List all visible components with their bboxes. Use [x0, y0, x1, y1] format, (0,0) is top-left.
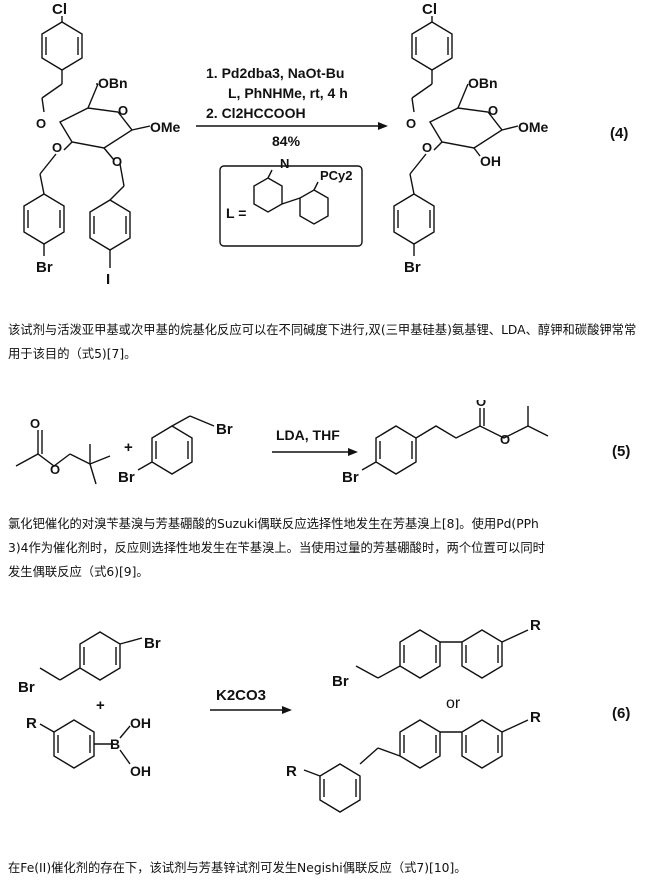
atom-br-right: Br: [404, 259, 421, 276]
left-sugar-ring: [59, 83, 151, 161]
atom-o-ring-right: O: [488, 103, 498, 118]
ligand-box: [219, 165, 363, 247]
ligand-label: L =: [226, 205, 246, 221]
product-5: [361, 406, 549, 475]
atom-obn-right: OBn: [468, 75, 498, 91]
atom-r-product-a: R: [530, 617, 541, 634]
yield: 84%: [272, 133, 301, 149]
paragraph-1-text: 该试剂与活泼亚甲基或次甲基的烷基化反应可以在不同碱度下进行,双(三甲基硅基)氨基…: [8, 323, 637, 361]
bromobenzyl-bromide: [137, 415, 215, 475]
atom-oh-right: OH: [480, 153, 501, 169]
or-label: or: [446, 695, 461, 712]
atom-n: N: [280, 156, 289, 171]
tert-butyl-acetate: [15, 430, 111, 485]
atom-r-reagent: R: [26, 715, 37, 732]
left-chlorophenyl-ring: [41, 16, 83, 113]
atom-cl: Cl: [52, 1, 67, 18]
left-iodophenyl-ring: [89, 163, 131, 268]
atom-r-product-b1: R: [530, 709, 541, 726]
atom-o-ring: O: [118, 103, 128, 118]
atom-ome: OMe: [150, 119, 181, 135]
atom-br: Br: [36, 259, 53, 276]
condition-line1: 1. Pd2dba3, NaOt-Bu: [206, 65, 344, 81]
right-chlorophenyl-ring: [411, 16, 453, 113]
atom-o-product-ester: O: [500, 432, 510, 447]
scheme-4: Cl OBn O OMe O O O Br I 1. Pd2dba3, NaOt…: [0, 0, 645, 300]
atom-obn: OBn: [98, 75, 128, 91]
atom-o-link2: O: [52, 140, 62, 155]
scheme-5: O O + Br Br LDA, THF Br O O (5): [0, 400, 645, 500]
atom-pcy2: PCy2: [320, 168, 353, 183]
paragraph-1: 该试剂与活泼亚甲基或次甲基的烷基化反应可以在不同碱度下进行,双(三甲基硅基)氨基…: [8, 318, 640, 366]
atom-o-ester: O: [50, 462, 60, 477]
atom-br-product: Br: [342, 469, 359, 486]
atom-o-link1: O: [36, 116, 46, 131]
atom-i: I: [106, 271, 110, 288]
equation-number-4: (4): [610, 125, 628, 142]
atom-br-benzyl-6: Br: [18, 679, 35, 696]
atom-ome-right: OMe: [518, 119, 549, 135]
atom-o-link3: O: [112, 154, 122, 169]
left-bromophenyl-ring: [23, 153, 65, 256]
paragraph-3: 在Fe(II)催化剂的存在下，该试剂与芳基锌试剂可发生Negishi偶联反应（式…: [8, 856, 640, 880]
atom-oh-2: OH: [130, 763, 151, 779]
condition-line2: L, PhNHMe, rt, 4 h: [228, 85, 348, 101]
product-6b: [303, 719, 529, 813]
paragraph-2-line-2: 3)4作为催化剂时，反应则选择性地发生在苄基溴上。当使用过量的芳基硼酸时，两个位…: [8, 541, 545, 555]
aryl-boronic-acid: [39, 719, 131, 769]
atom-b: B: [110, 736, 120, 752]
plus-sign-6: +: [96, 697, 105, 714]
atom-br-aryl-6: Br: [144, 635, 161, 652]
paragraph-2-line-3: 发生偶联反应（式6)[9]。: [8, 565, 149, 579]
bromobenzyl-bromide-6: [39, 631, 143, 681]
atom-br-aryl: Br: [118, 469, 135, 486]
equation-number-6: (6): [612, 705, 630, 722]
condition-6: K2CO3: [216, 687, 266, 704]
scheme-6: Br Br + R B OH OH K2CO3 Br R or R R (6): [0, 608, 645, 838]
atom-oh-1: OH: [130, 715, 151, 731]
condition-5: LDA, THF: [276, 427, 340, 443]
right-bromophenyl-ring: [393, 153, 435, 256]
atom-o-product-carbonyl: O: [476, 400, 486, 409]
paragraph-2-line-1: 氯化钯催化的对溴苄基溴与芳基硼酸的Suzuki偶联反应选择性地发生在芳基溴上[8…: [8, 517, 539, 531]
atom-br-product-6: Br: [332, 673, 349, 690]
plus-sign: +: [124, 439, 133, 456]
paragraph-2: 氯化钯催化的对溴苄基溴与芳基硼酸的Suzuki偶联反应选择性地发生在芳基溴上[8…: [8, 512, 640, 584]
atom-cl-right: Cl: [422, 1, 437, 18]
atom-o-carbonyl: O: [30, 416, 40, 431]
atom-br-benzyl: Br: [216, 421, 233, 438]
atom-o-link1-right: O: [406, 116, 416, 131]
atom-r-product-b2: R: [286, 763, 297, 780]
product-6a: [355, 629, 529, 679]
right-sugar-ring: [429, 83, 519, 157]
condition-line3: 2. Cl2HCCOOH: [206, 105, 306, 121]
atom-o-link2-right: O: [422, 140, 432, 155]
equation-number-5: (5): [612, 443, 630, 460]
paragraph-3-text: 在Fe(II)催化剂的存在下，该试剂与芳基锌试剂可发生Negishi偶联反应（式…: [8, 861, 467, 875]
